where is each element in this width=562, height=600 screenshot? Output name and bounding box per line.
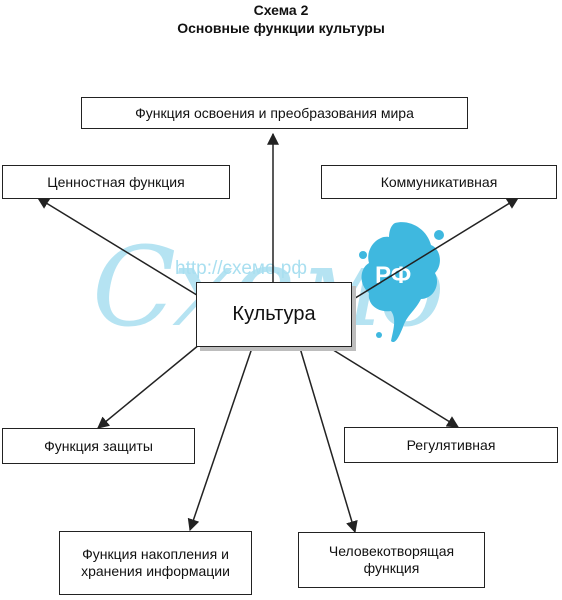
arrow-to-protection bbox=[97, 339, 206, 429]
watermark-splash-icon bbox=[359, 222, 444, 343]
node-humanizing-label: Человекотворящая функция bbox=[328, 543, 455, 576]
node-regulative-label: Регулятивная bbox=[406, 436, 496, 453]
node-storage: Функция накопления и хранения информации bbox=[59, 531, 252, 595]
node-communicative: Коммуникативная bbox=[321, 165, 557, 199]
arrow-to-regulative bbox=[329, 347, 460, 428]
arrow-to-storage bbox=[187, 347, 253, 532]
node-mastery-label: Функция освоения и преобразования мира bbox=[135, 104, 414, 121]
node-storage-label: Функция накопления и хранения информации bbox=[81, 546, 230, 579]
watermark-url: http://схемо.рф bbox=[175, 258, 307, 279]
node-protection: Функция защиты bbox=[2, 428, 195, 464]
node-culture: Культура bbox=[196, 282, 352, 347]
arrow-to-communicative bbox=[351, 197, 520, 301]
node-value: Ценностная функция bbox=[2, 165, 230, 199]
node-regulative: Регулятивная bbox=[344, 427, 558, 463]
diagram-title: Основные функции культуры bbox=[177, 20, 385, 36]
node-culture-label: Культура bbox=[232, 303, 316, 325]
scheme-number: Схема 2 bbox=[253, 2, 309, 18]
arrow-to-value bbox=[36, 197, 206, 301]
node-mastery: Функция освоения и преобразования мира bbox=[81, 97, 468, 129]
node-protection-label: Функция защиты bbox=[44, 437, 153, 454]
arrow-to-humanizing bbox=[299, 347, 358, 534]
node-communicative-label: Коммуникативная bbox=[380, 173, 498, 190]
node-value-label: Ценностная функция bbox=[47, 173, 185, 190]
node-humanizing: Человекотворящая функция bbox=[298, 532, 485, 588]
